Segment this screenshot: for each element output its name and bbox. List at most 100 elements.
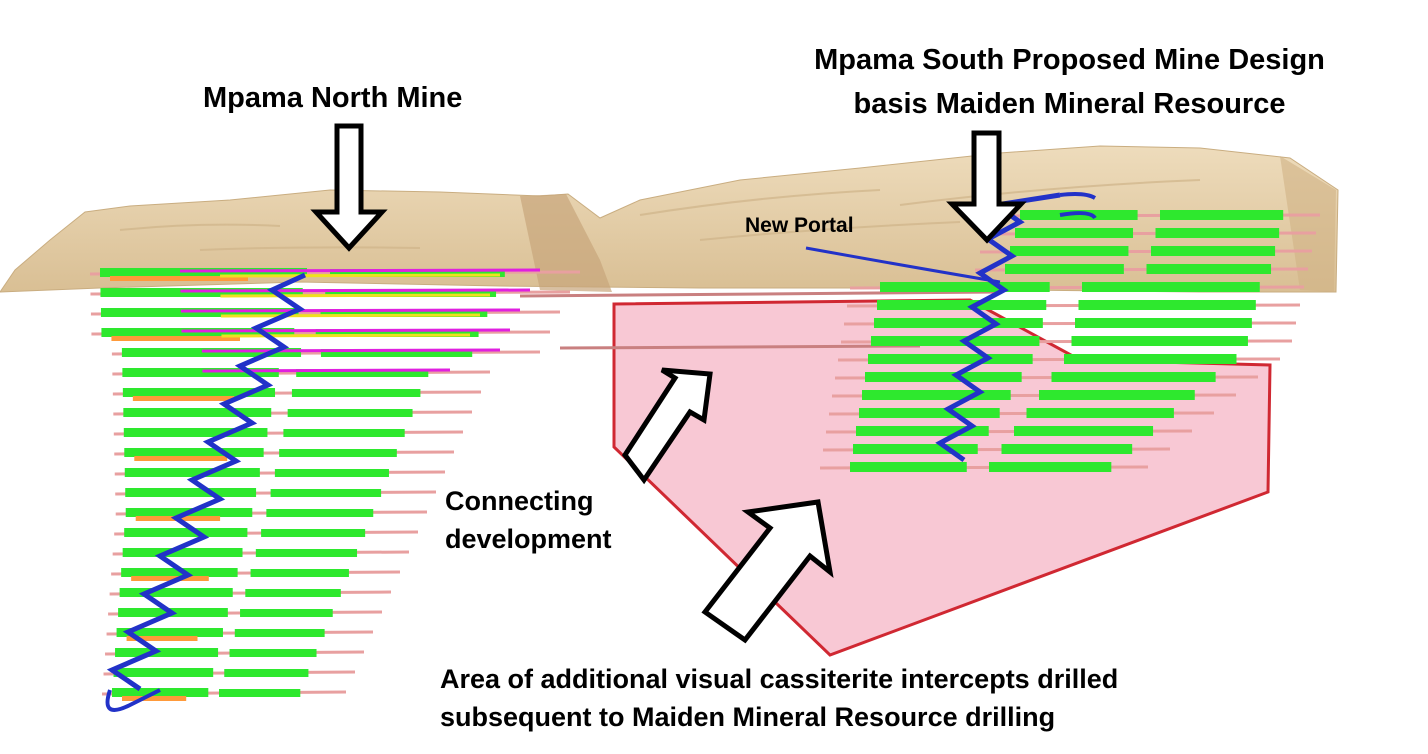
stope-block [125,488,257,497]
drive-line [180,308,521,313]
stope-block [296,369,429,377]
stope-block [330,269,505,277]
stope-block [1075,318,1252,328]
stope-block [116,628,223,637]
south-design-label: Mpama South Proposed Mine Design basis M… [782,38,1357,126]
connecting-label-line2: development [445,524,612,554]
stope-block [250,569,349,577]
stope-block [124,528,248,537]
stope-block [850,462,967,472]
stope-block [110,276,248,281]
stope-block [219,689,301,697]
stope-block [224,669,309,677]
stope-block [315,329,479,337]
stope-block [279,449,397,457]
stope-block [123,408,272,417]
drive-line [220,293,491,298]
stope-block [121,568,238,577]
stope-block [122,368,279,377]
drive-line [219,273,501,278]
stope-block [274,469,389,477]
stope-block [115,648,219,657]
stope-block [868,354,1033,364]
drive-line [221,333,471,338]
area-label-line2: subsequent to Maiden Mineral Resource dr… [440,702,1056,732]
connecting-development-label: Connecting development [445,482,612,558]
stope-block [283,429,405,437]
stope-block [859,408,1000,418]
stope-block [874,318,1043,328]
stope-block [865,372,1022,382]
cassiterite-area-label: Area of additional visual cassiterite in… [440,660,1118,736]
stope-block [266,509,374,517]
new-portal-decline [805,246,1001,284]
stope-block [1151,246,1276,256]
stope-block [1078,300,1256,310]
stope-block [134,456,228,461]
stope-block [989,462,1112,472]
stope-block [1039,390,1195,400]
stope-block [124,448,264,457]
south-decline [1059,192,1097,220]
north-mine-label: Mpama North Mine [203,82,463,114]
stope-block [245,589,341,597]
stope-block [320,309,488,317]
area-label-line1: Area of additional visual cassiterite in… [440,664,1119,694]
stope-block [119,588,233,597]
stope-block [1001,444,1133,454]
stope-block [877,300,1047,310]
stope-block [101,328,295,337]
stope-block [126,636,198,641]
north-mine-workings [89,268,581,712]
stope-block [320,349,473,357]
stope-block [122,696,187,701]
connecting-label-line1: Connecting [445,486,594,516]
stope-block [255,549,358,557]
stope-block [871,336,1040,346]
stope-block [270,489,382,497]
stope-block [122,388,276,397]
stope-block [880,282,1050,292]
connecting-drive [519,290,1001,298]
stope-block [1014,426,1154,436]
stope-block [856,426,989,436]
stope-block [1015,228,1134,238]
stope-block [1160,210,1284,220]
south-design-label-line1: Mpama South Proposed Mine Design [814,44,1325,76]
stope-block [862,390,1011,400]
drive-line [201,348,501,353]
south-decline [935,192,1061,463]
connecting-drive [559,344,921,350]
stope-block [1155,228,1280,238]
stope-block [1005,264,1124,274]
stope-block [234,629,325,637]
up-right-arrow-icon [621,367,713,485]
stope-block [100,268,307,277]
stope-block [100,288,303,297]
stope-block [111,336,240,341]
south-mine-design [819,192,1321,472]
terrain-ridge-shadow [520,194,612,292]
stope-block [121,348,302,357]
stope-block [122,548,243,557]
drive-line [220,313,481,318]
stope-block [131,576,209,581]
drive-line [180,288,531,293]
stope-block [325,289,497,297]
stope-block [291,389,421,397]
drive-line [181,328,511,333]
drive-line [202,368,451,373]
stope-block [261,529,366,537]
south-design-label-line2: basis Maiden Mineral Resource [853,88,1286,120]
stope-block [123,428,268,437]
stope-block [240,609,333,617]
terrain-texture [119,179,1201,251]
down-arrow-icon [310,123,388,252]
up-right-arrow-icon [701,499,834,644]
terrain-ridge-shadow [1280,156,1336,292]
stope-block [1026,408,1174,418]
down-arrow-icon [946,130,1027,244]
stope-block [1071,336,1248,346]
stope-block [113,668,214,677]
